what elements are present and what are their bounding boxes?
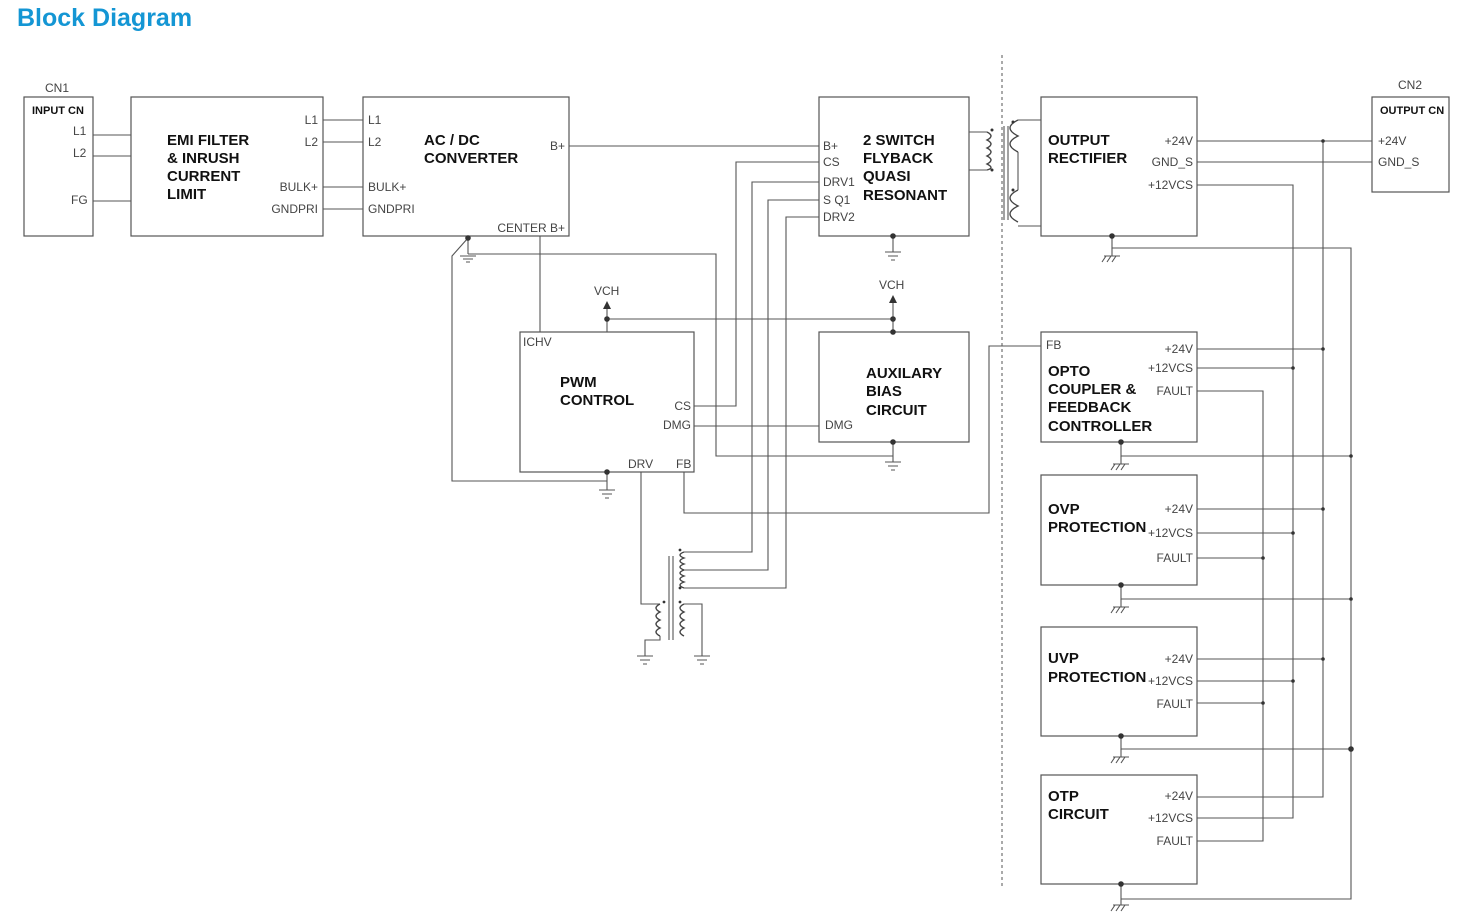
- ovp-pin-24v: +24V: [1165, 502, 1193, 516]
- ovp-title-line-1: OVP: [1048, 501, 1080, 518]
- flyback-pin-drv1: DRV1: [823, 175, 855, 189]
- aux-pin-dmg: DMG: [825, 418, 853, 432]
- otp-circuit-block: OTP CIRCUIT +24V +12VCS FAULT: [1040, 774, 1198, 885]
- cn1-pin-l2: L2: [73, 146, 87, 160]
- acdc-pin-center: CENTER B+: [497, 221, 565, 235]
- emi-pin-bulk: BULK+: [280, 180, 318, 194]
- ovp-pin-12vcs: +12VCS: [1148, 526, 1193, 540]
- otp-pin-24v: +24V: [1165, 789, 1193, 803]
- otp-pin-fault: FAULT: [1157, 834, 1194, 848]
- cn1-name-label: INPUT CN: [32, 105, 84, 117]
- otp-title-line-2: CIRCUIT: [1048, 806, 1109, 823]
- flyback-title-line-3: QUASI: [863, 168, 911, 185]
- acdc-converter-block: AC / DC CONVERTER L1 L2 BULK+ GNDPRI B+ …: [362, 96, 570, 237]
- uvp-pin-24v: +24V: [1165, 652, 1193, 666]
- rectifier-title-line-2: RECTIFIER: [1048, 150, 1127, 167]
- opto-title-line-1: OPTO: [1048, 363, 1091, 380]
- emi-title-line-1: EMI FILTER: [167, 132, 249, 149]
- opto-pin-12vcs: +12VCS: [1148, 361, 1193, 375]
- cn1-ref-label: CN1: [45, 81, 69, 95]
- opto-pin-fb: FB: [1046, 338, 1061, 352]
- pwm-title-line-2: CONTROL: [560, 392, 634, 409]
- emi-filter-block: EMI FILTER & INRUSH CURRENT LIMIT L1 L2 …: [130, 96, 324, 237]
- aux-title-line-3: CIRCUIT: [866, 402, 927, 419]
- cn2-name-label: OUTPUT CN: [1380, 105, 1444, 117]
- emi-title-line-4: LIMIT: [167, 186, 206, 203]
- cn2-ref-label: CN2: [1398, 78, 1422, 92]
- auxiliary-bias-block: AUXILARY BIAS CIRCUIT DMG: [818, 331, 970, 443]
- cn2-pin-24v: +24V: [1378, 134, 1406, 148]
- flyback-pin-cs: CS: [823, 155, 840, 169]
- rectifier-title-line-1: OUTPUT: [1048, 132, 1110, 149]
- emi-title-line-2: & INRUSH: [167, 150, 240, 167]
- uvp-pin-fault: FAULT: [1157, 697, 1194, 711]
- opto-title-line-2: COUPLER &: [1048, 381, 1137, 398]
- wiring: [93, 119, 1372, 905]
- vch-arrow-right-icon: [889, 295, 897, 303]
- pwm-control-block: PWM CONTROL ICHV CS DMG DRV FB: [519, 331, 695, 473]
- acdc-pin-l1: L1: [368, 113, 382, 127]
- pwm-title-line-1: PWM: [560, 374, 597, 391]
- opto-title-line-4: CONTROLLER: [1048, 418, 1152, 435]
- ovp-title-line-2: PROTECTION: [1048, 519, 1146, 536]
- flyback-block: 2 SWITCH FLYBACK QUASI RESONANT B+ CS DR…: [818, 96, 970, 237]
- pwm-pin-drv: DRV: [628, 457, 653, 471]
- acdc-pin-bulk: BULK+: [368, 180, 406, 194]
- vch-label-right: VCH: [879, 278, 904, 292]
- vch-label-left: VCH: [594, 284, 619, 298]
- cn1-pin-l1: L1: [73, 124, 87, 138]
- rectifier-pin-24v: +24V: [1165, 134, 1193, 148]
- cn1-input-connector: CN1 INPUT CN L1 L2 FG: [23, 81, 94, 237]
- cn2-pin-gnds: GND_S: [1378, 155, 1419, 169]
- cn2-output-connector: CN2 OUTPUT CN +24V GND_S: [1371, 78, 1450, 193]
- vch-arrow-left-icon: [603, 301, 611, 309]
- flyback-pin-bplus: B+: [823, 139, 838, 153]
- chassis-ground-icon: [1101, 255, 1129, 912]
- flyback-transformer-icon: [985, 119, 1020, 223]
- uvp-protection-block: UVP PROTECTION +24V +12VCS FAULT: [1040, 626, 1198, 737]
- acdc-title-line-1: AC / DC: [424, 132, 480, 149]
- acdc-pin-l2: L2: [368, 135, 382, 149]
- page-title: Block Diagram: [17, 4, 193, 32]
- otp-pin-12vcs: +12VCS: [1148, 811, 1193, 825]
- flyback-pin-drv2: DRV2: [823, 210, 855, 224]
- uvp-title-line-2: PROTECTION: [1048, 669, 1146, 686]
- ovp-protection-block: OVP PROTECTION +24V +12VCS FAULT: [1040, 474, 1198, 586]
- pwm-pin-cs: CS: [674, 399, 691, 413]
- otp-title-line-1: OTP: [1048, 788, 1079, 805]
- uvp-pin-12vcs: +12VCS: [1148, 674, 1193, 688]
- output-rectifier-block: OUTPUT RECTIFIER +24V GND_S +12VCS: [1040, 96, 1198, 237]
- acdc-pin-gndpri: GNDPRI: [368, 202, 415, 216]
- flyback-pin-sq1: S Q1: [823, 193, 851, 207]
- opto-pin-24v: +24V: [1165, 342, 1193, 356]
- opto-coupler-block: OPTO COUPLER & FEEDBACK CONTROLLER FB +2…: [1040, 331, 1198, 443]
- emi-pin-l1: L1: [305, 113, 319, 127]
- junction-dots: [465, 139, 1354, 887]
- ground-icon: [460, 251, 901, 665]
- rectifier-pin-12vcs: +12VCS: [1148, 178, 1193, 192]
- emi-pin-gndpri: GNDPRI: [271, 202, 318, 216]
- acdc-title-line-2: CONVERTER: [424, 150, 518, 167]
- flyback-title-line-4: RESONANT: [863, 187, 947, 204]
- aux-title-line-1: AUXILARY: [866, 365, 942, 382]
- opto-title-line-3: FEEDBACK: [1048, 399, 1132, 416]
- pwm-pin-fb: FB: [676, 457, 691, 471]
- cn1-pin-fg: FG: [71, 193, 88, 207]
- uvp-title-line-1: UVP: [1048, 650, 1079, 667]
- flyback-title-line-2: FLYBACK: [863, 150, 933, 167]
- ovp-pin-fault: FAULT: [1157, 551, 1194, 565]
- flyback-title-line-1: 2 SWITCH: [863, 132, 935, 149]
- gate-drive-transformer-icon: [655, 548, 686, 640]
- emi-title-line-3: CURRENT: [167, 168, 240, 185]
- opto-pin-fault: FAULT: [1157, 384, 1194, 398]
- aux-title-line-2: BIAS: [866, 383, 902, 400]
- acdc-pin-bplus: B+: [550, 139, 565, 153]
- emi-pin-l2: L2: [305, 135, 319, 149]
- rectifier-pin-gnds: GND_S: [1152, 155, 1193, 169]
- pwm-pin-ichv: ICHV: [523, 335, 552, 349]
- pwm-pin-dmg: DMG: [663, 418, 691, 432]
